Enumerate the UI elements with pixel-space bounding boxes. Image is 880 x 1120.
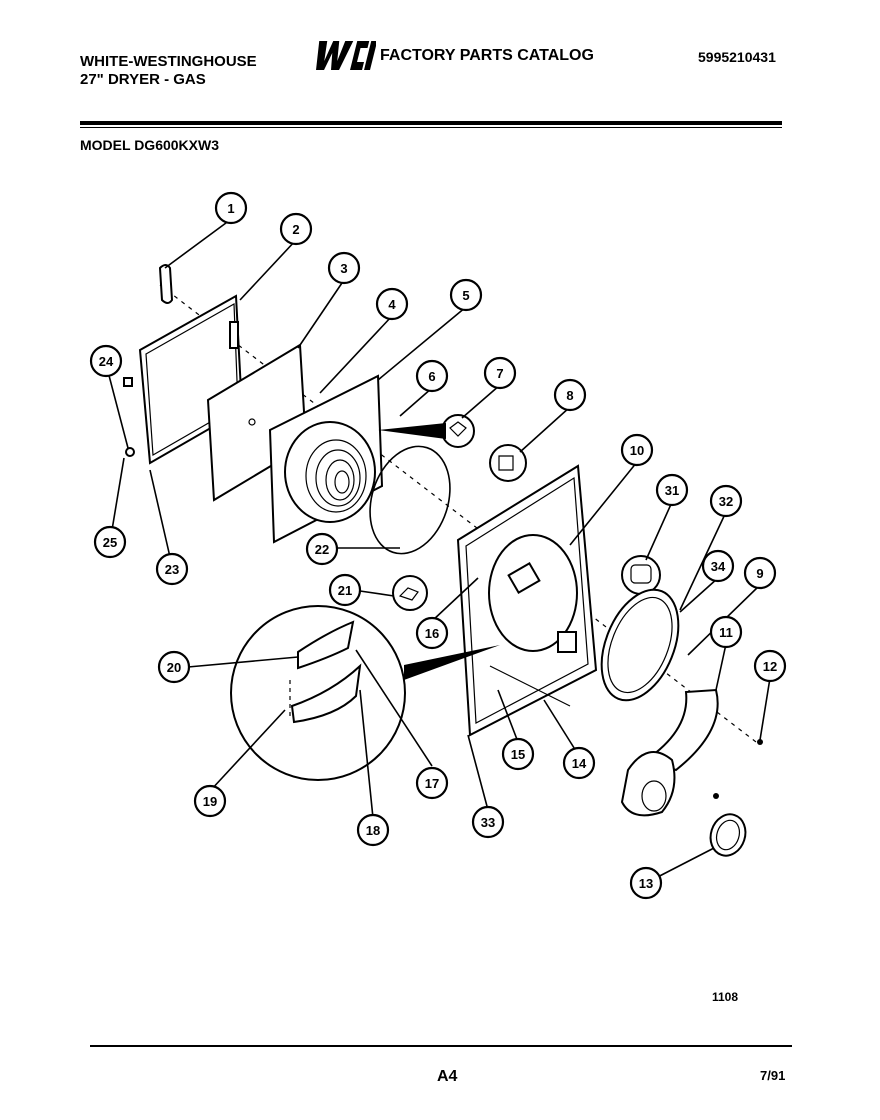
svg-text:14: 14 xyxy=(572,756,587,771)
callout-31: 31 xyxy=(655,473,689,507)
diagram-ref-code: 1108 xyxy=(712,990,739,1004)
svg-text:31: 31 xyxy=(665,483,679,498)
switch-bracket-part xyxy=(489,444,527,482)
callout-33: 33 xyxy=(471,805,505,839)
svg-text:1: 1 xyxy=(227,201,234,216)
callout-9: 9 xyxy=(743,556,777,590)
callout-14: 14 xyxy=(562,746,596,780)
header-rule-thin xyxy=(80,127,782,128)
callout-15: 15 xyxy=(501,737,535,771)
catalog-date: 7/91 xyxy=(760,1068,786,1083)
callout-24: 24 xyxy=(89,344,123,378)
callout-2: 2 xyxy=(279,212,313,246)
door-seal-ring xyxy=(369,445,451,555)
svg-text:4: 4 xyxy=(388,297,396,312)
door-switch-part xyxy=(441,414,475,448)
callout-10: 10 xyxy=(620,433,654,467)
callout-3: 3 xyxy=(327,251,361,285)
svg-text:3: 3 xyxy=(340,261,347,276)
callout-21: 21 xyxy=(328,573,362,607)
svg-text:23: 23 xyxy=(165,562,179,577)
brand-name: WHITE-WESTINGHOUSE xyxy=(80,53,257,70)
hinge-detail-upper xyxy=(297,620,355,670)
callout-11: 11 xyxy=(709,615,743,649)
svg-text:18: 18 xyxy=(366,823,380,838)
svg-text:32: 32 xyxy=(719,494,733,509)
door-latch-part xyxy=(158,264,174,304)
callout-16: 16 xyxy=(415,616,449,650)
model-number: MODEL DG600KXW3 xyxy=(80,137,219,153)
duct-housing-part xyxy=(620,751,676,817)
callout-7: 7 xyxy=(483,356,517,390)
svg-text:22: 22 xyxy=(315,542,329,557)
callout-12: 12 xyxy=(753,649,787,683)
drum-seal-ring xyxy=(600,588,680,702)
svg-text:21: 21 xyxy=(338,583,352,598)
leader-lines xyxy=(105,219,771,884)
door-handle-part xyxy=(229,321,239,349)
svg-text:15: 15 xyxy=(511,747,525,762)
svg-text:19: 19 xyxy=(203,794,217,809)
svg-text:7: 7 xyxy=(496,366,503,381)
callout-13: 13 xyxy=(629,866,663,900)
product-name: 27" DRYER - GAS xyxy=(80,71,206,88)
svg-text:2: 2 xyxy=(292,222,299,237)
svg-text:16: 16 xyxy=(425,626,439,641)
svg-text:12: 12 xyxy=(763,659,777,674)
footer-rule xyxy=(90,1045,792,1047)
svg-text:20: 20 xyxy=(167,660,181,675)
door-catch-part xyxy=(392,575,428,611)
callout-5: 5 xyxy=(449,278,483,312)
screw-part xyxy=(757,739,763,745)
callout-22: 22 xyxy=(305,532,339,566)
callout-19: 19 xyxy=(193,784,227,818)
svg-text:25: 25 xyxy=(103,535,117,550)
detail-magnifier xyxy=(230,605,406,781)
lint-opening xyxy=(284,421,376,523)
callout-1: 1 xyxy=(214,191,248,225)
svg-text:5: 5 xyxy=(462,288,469,303)
callout-25: 25 xyxy=(93,525,127,559)
callout-20: 20 xyxy=(157,650,191,684)
drum-opening xyxy=(488,534,578,652)
callout-17: 17 xyxy=(415,766,449,800)
callout-23: 23 xyxy=(155,552,189,586)
svg-text:17: 17 xyxy=(425,776,439,791)
callout-6: 6 xyxy=(415,359,449,393)
svg-text:8: 8 xyxy=(566,388,573,403)
svg-text:13: 13 xyxy=(639,876,653,891)
callout-34: 34 xyxy=(701,549,735,583)
wci-logo xyxy=(314,40,376,70)
svg-text:6: 6 xyxy=(428,369,435,384)
svg-text:10: 10 xyxy=(630,443,644,458)
svg-text:9: 9 xyxy=(756,566,763,581)
callout-18: 18 xyxy=(356,813,390,847)
svg-text:34: 34 xyxy=(711,559,726,574)
svg-text:33: 33 xyxy=(481,815,495,830)
hinge-detail-lower xyxy=(290,663,362,724)
header-rule xyxy=(80,121,782,125)
svg-text:11: 11 xyxy=(719,625,733,640)
callout-8: 8 xyxy=(553,378,587,412)
callout-4: 4 xyxy=(375,287,409,321)
callout-32: 32 xyxy=(709,484,743,518)
svg-text:24: 24 xyxy=(99,354,114,369)
catalog-title: FACTORY PARTS CATALOG xyxy=(380,47,594,64)
page-number: A4 xyxy=(437,1068,458,1085)
duct-ring-part xyxy=(709,813,747,857)
filter-part xyxy=(621,555,661,595)
catalog-number: 5995210431 xyxy=(698,49,776,65)
